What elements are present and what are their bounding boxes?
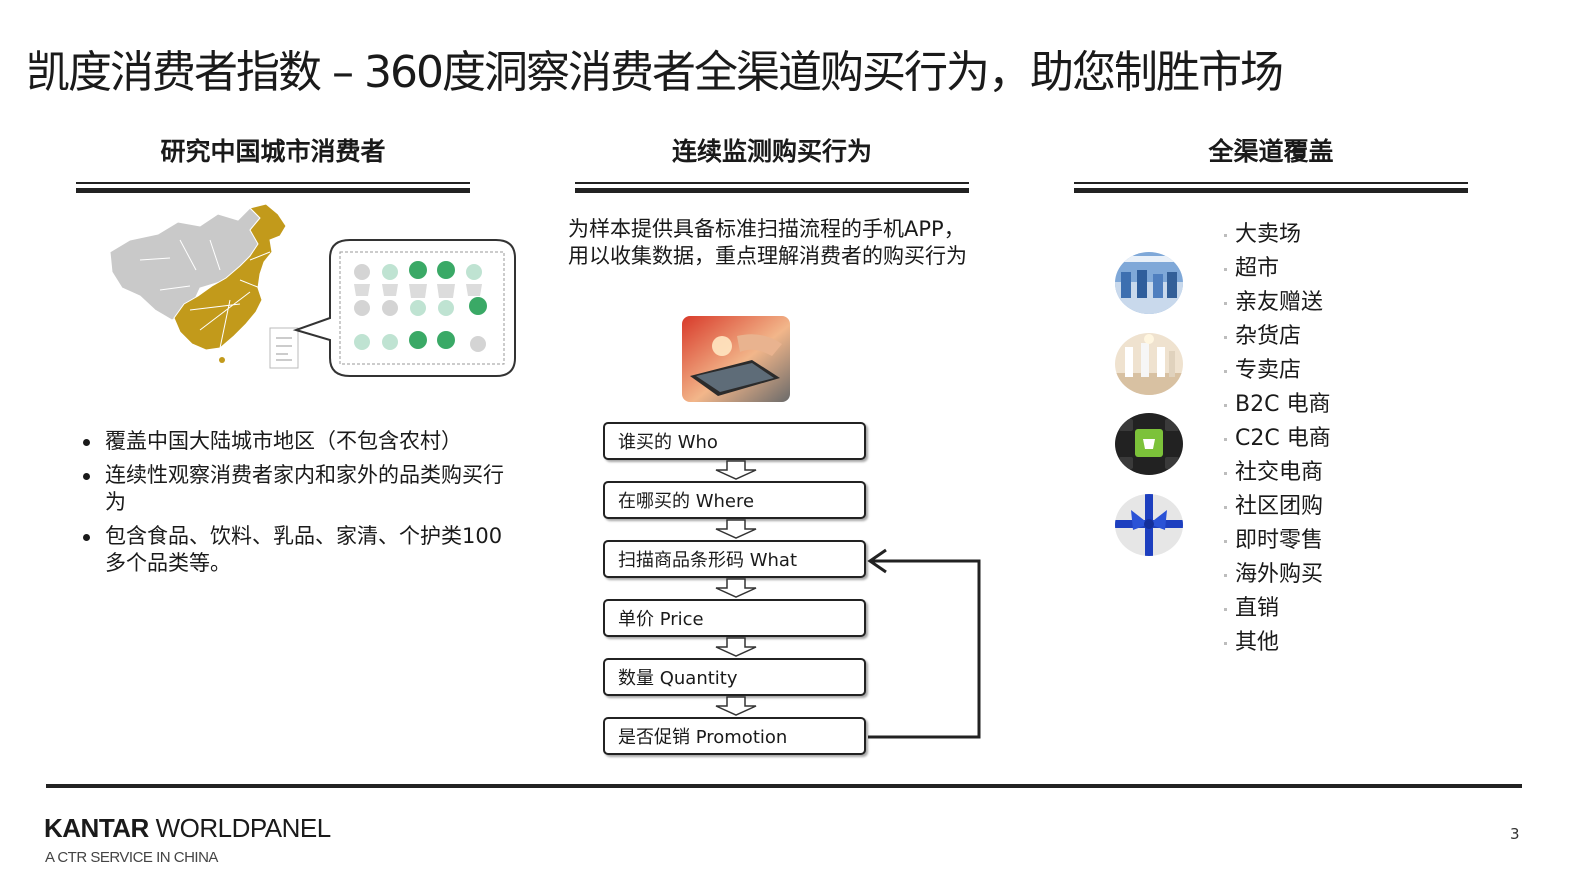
channel-item: 海外购买 (1224, 558, 1331, 592)
flow-step-where: 在哪买的 Where (603, 481, 866, 519)
channel-item: 直销 (1224, 592, 1331, 626)
app-description: 为样本提供具备标准扫描流程的手机APP， 用以收集数据，重点理解消费者的购买行为 (568, 216, 1028, 270)
channel-item: B2C 电商 (1224, 388, 1331, 422)
channel-item: 亲友赠送 (1224, 286, 1331, 320)
flow-step-promotion: 是否促销 Promotion (603, 717, 866, 755)
channel-item: 专卖店 (1224, 354, 1331, 388)
down-arrow-icon (715, 696, 757, 716)
right-column-heading: 全渠道覆盖 (1208, 137, 1334, 166)
sample-people-icons (354, 261, 487, 352)
channel-item: 杂货店 (1224, 320, 1331, 354)
middle-column-heading: 连续监测购买行为 (671, 137, 872, 166)
channel-item: 社区团购 (1224, 490, 1331, 524)
flow-step-quantity: 数量 Quantity (603, 658, 866, 696)
brand-main: KANTAR (44, 813, 149, 843)
hypermarket-photo (1115, 252, 1183, 314)
loop-back-arrow (868, 559, 981, 739)
left-heading-rule (76, 182, 470, 194)
app-description-line: 用以收集数据，重点理解消费者的购买行为 (568, 244, 967, 268)
down-arrow-icon (715, 578, 757, 598)
left-column-heading: 研究中国城市消费者 (160, 137, 386, 166)
ecommerce-keyboard-photo (1115, 413, 1183, 475)
phone-scan-photo (682, 316, 790, 402)
channel-item: C2C 电商 (1224, 422, 1331, 456)
china-map-illustration (109, 203, 516, 377)
left-bullet-list: 覆盖中国大陆城市地区（不包含农村） 连续性观察消费者家内和家外的品类购买行为 包… (80, 428, 520, 584)
down-arrow-icon (715, 637, 757, 657)
page-number: 3 (1510, 825, 1520, 843)
brand-tagline: A CTR SERVICE IN CHINA (45, 849, 218, 866)
footer-rule (46, 784, 1522, 788)
flow-step-price: 单价 Price (603, 599, 866, 637)
channel-item: 大卖场 (1224, 218, 1331, 252)
right-heading-rule (1074, 182, 1468, 194)
channel-item: 社交电商 (1224, 456, 1331, 490)
arrowhead-left-icon (867, 548, 887, 574)
page-title: 凯度消费者指数 – 360度洞察消费者全渠道购买行为，助您制胜市场 (26, 47, 1284, 98)
specialty-store-photo (1115, 333, 1183, 395)
channel-list: 大卖场 超市 亲友赠送 杂货店 专卖店 B2C 电商 C2C 电商 社交电商 社… (1224, 218, 1331, 660)
gift-box-photo (1115, 494, 1183, 556)
bullet-item: 覆盖中国大陆城市地区（不包含农村） (80, 428, 520, 455)
brand-logo: KANTAR WORLDPANEL (44, 813, 331, 844)
channel-item: 其他 (1224, 626, 1331, 660)
flow-step-who: 谁买的 Who (603, 422, 866, 460)
bullet-item: 连续性观察消费者家内和家外的品类购买行为 (80, 462, 520, 516)
channel-item: 即时零售 (1224, 524, 1331, 558)
down-arrow-icon (715, 460, 757, 480)
channel-item: 超市 (1224, 252, 1331, 286)
flow-step-what: 扫描商品条形码 What (603, 540, 866, 578)
middle-heading-rule (575, 182, 969, 194)
brand-sub: WORLDPANEL (155, 813, 332, 843)
bullet-item: 包含食品、饮料、乳品、家清、个护类100多个品类等。 (80, 523, 520, 577)
app-description-line: 为样本提供具备标准扫描流程的手机APP， (568, 217, 965, 241)
sample-panel-bubble (292, 239, 516, 377)
down-arrow-icon (715, 519, 757, 539)
